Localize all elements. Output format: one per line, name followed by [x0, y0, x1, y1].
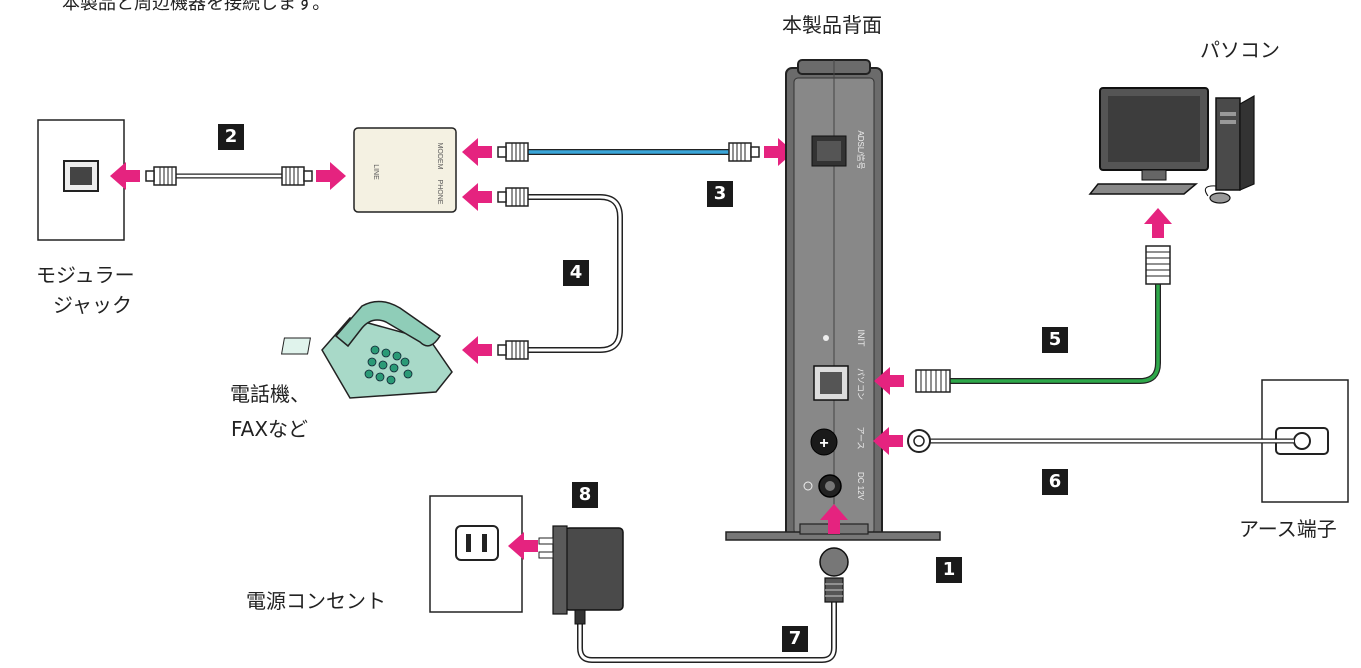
wall-jack-label-line1: モジュラー [36, 263, 135, 287]
router-init-label: INIT [856, 330, 866, 348]
splitter-line-label: LINE [372, 164, 379, 180]
power-outlet-label: 電源コンセント [246, 589, 386, 613]
step-badge-2: 2 [218, 124, 244, 150]
init-button [823, 335, 829, 341]
step-badge-1: 1 [936, 557, 962, 583]
router-earth-label: アース [856, 426, 865, 449]
personal-computer [1088, 87, 1255, 204]
splitter-modem-label: MODEM [436, 143, 443, 170]
cable-5-lan-cable [874, 208, 1172, 395]
cable-6-earth-wire [873, 427, 1294, 455]
router-rear-label: 本製品背面 [782, 13, 882, 37]
step-badge-7: 7 [782, 626, 808, 652]
cable-2-telephone-line [110, 162, 346, 190]
cable-7-power-cord [574, 504, 849, 663]
step-badge-5: 5 [1042, 327, 1068, 353]
splitter-phone-label: PHONE [436, 180, 443, 205]
pc-label: パソコン [1200, 38, 1280, 62]
router-dc-label: DC 12V [856, 472, 865, 501]
heading: 本製品と周辺機器を接続します。 [62, 0, 331, 14]
phone-label-line1: 電話機、 [230, 382, 310, 406]
step-badge-6: 6 [1042, 469, 1068, 495]
router-adsl-label: ADSL/信号 [856, 130, 866, 169]
router-pc-port-label: パソコン [856, 368, 865, 400]
cable-3-adsl-cable [462, 138, 794, 166]
earth-terminal-label: アース端子 [1239, 517, 1337, 541]
step-badge-8: 8 [572, 482, 598, 508]
splitter: LINE MODEM PHONE [353, 127, 457, 213]
wall-jack-label-line2: ジャック [53, 293, 132, 317]
power-outlet [429, 495, 523, 613]
ac-adapter [508, 525, 624, 615]
step-badge-3: 3 [707, 181, 733, 207]
cable-4-phone-cable [462, 183, 623, 364]
phone-label-line2: FAXなど [231, 417, 309, 441]
telephone [280, 300, 453, 399]
modular-jack [37, 119, 125, 241]
svg-text:+: + [819, 435, 828, 452]
step-badge-4: 4 [563, 260, 589, 286]
router-body: ADSL/信号 INIT パソコン + アース DC 12V [785, 59, 883, 539]
